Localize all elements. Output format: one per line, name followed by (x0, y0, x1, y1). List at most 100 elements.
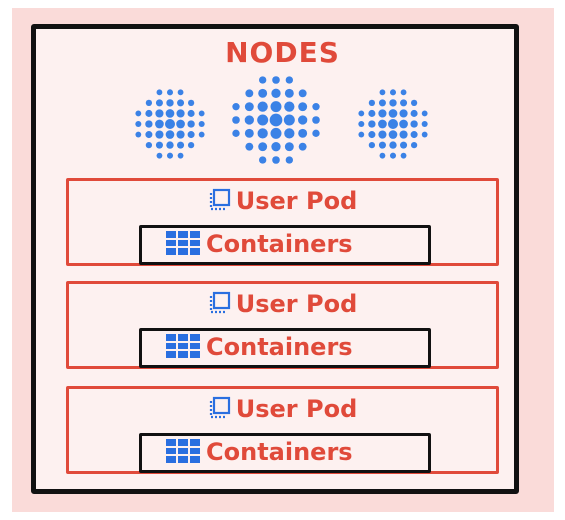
node-dot (187, 99, 195, 107)
node-dot (135, 110, 142, 117)
node-dot (368, 131, 376, 139)
node-dot (358, 120, 365, 128)
node-dot (298, 89, 307, 98)
container-label-text: Containers (206, 438, 353, 466)
node-dot (244, 115, 254, 125)
grid-icon (166, 334, 200, 358)
node-dot (187, 109, 195, 117)
node-dot (176, 119, 185, 129)
node-dot (177, 152, 184, 159)
node-dot (166, 141, 174, 149)
node-dot (388, 109, 398, 118)
node-cluster-icon (358, 89, 428, 159)
node-dot (312, 116, 320, 124)
node-dot (368, 120, 376, 128)
pod-icon (209, 396, 230, 419)
node-dot (298, 102, 308, 112)
node-dot (259, 76, 267, 84)
node-dot (284, 101, 295, 112)
node-dot (135, 131, 142, 138)
node-dot (165, 130, 175, 139)
node-dot (410, 131, 418, 139)
node-dot (145, 131, 153, 139)
node-dot (198, 120, 205, 128)
node-dot (177, 141, 185, 149)
containers-box: Containers (139, 225, 431, 265)
user-pod-1: User Pod Containers (66, 178, 499, 266)
node-dot (145, 109, 153, 117)
node-dot (155, 119, 164, 129)
node-dot (244, 128, 254, 138)
node-dot (155, 99, 163, 107)
pod-icon (209, 188, 230, 211)
node-dot (285, 76, 293, 84)
node-dot (258, 88, 268, 98)
node-dot (399, 130, 408, 139)
pod-label: User Pod (69, 290, 496, 318)
node-dot (257, 101, 268, 112)
node-dot (378, 99, 386, 107)
node-dot (400, 152, 407, 159)
node-dot (312, 129, 320, 137)
node-dot (145, 141, 153, 149)
node-dot (421, 131, 428, 138)
container-label-text: Containers (206, 333, 353, 361)
node-dot (135, 120, 142, 128)
node-dot (176, 130, 185, 139)
node-dot (368, 109, 376, 117)
node-dot (198, 131, 205, 138)
node-dot (155, 109, 164, 118)
node-dot (155, 141, 163, 149)
containers-box: Containers (139, 328, 431, 368)
node-dot (177, 99, 185, 107)
node-dot (298, 128, 308, 138)
node-dot (410, 99, 418, 107)
node-dot (400, 89, 407, 96)
pod-icon (209, 291, 230, 314)
node-dot (368, 141, 376, 149)
node-dot (368, 99, 376, 107)
node-dot (378, 141, 386, 149)
user-pod-2: User Pod Containers (66, 281, 499, 369)
container-label: Containers (142, 333, 428, 361)
node-dot (399, 109, 408, 118)
node-dot (389, 89, 397, 96)
node-dot (272, 156, 280, 164)
node-dot (284, 142, 294, 152)
node-dot (145, 120, 153, 128)
node-dot (166, 152, 174, 159)
node-dot (358, 110, 365, 117)
node-dot (388, 130, 398, 139)
node-dot (156, 89, 163, 96)
node-dot (166, 89, 174, 96)
node-dot (259, 156, 267, 164)
node-dot (271, 142, 281, 152)
node-dot (387, 118, 399, 130)
node-dot (399, 119, 408, 129)
containers-box: Containers (139, 433, 431, 473)
node-dot (400, 99, 408, 107)
node-dot (145, 99, 153, 107)
node-dot (187, 120, 195, 128)
container-label: Containers (142, 438, 428, 466)
node-dot (155, 130, 164, 139)
node-dot (166, 99, 174, 107)
node-dot (312, 103, 320, 111)
node-dot (284, 88, 294, 98)
node-dot (232, 116, 240, 124)
node-dot (244, 102, 254, 112)
node-dot (232, 129, 240, 137)
user-pod-3: User Pod Containers (66, 386, 499, 474)
node-dot (283, 114, 295, 126)
node-dot (198, 110, 205, 117)
node-dot (421, 120, 428, 128)
node-dot (165, 109, 175, 118)
pod-label: User Pod (69, 187, 496, 215)
node-dot (270, 101, 282, 113)
node-dot (187, 141, 195, 149)
node-dot (272, 76, 280, 84)
node-cluster-icon (135, 89, 205, 159)
node-dot (187, 131, 195, 139)
node-dot (232, 103, 240, 111)
